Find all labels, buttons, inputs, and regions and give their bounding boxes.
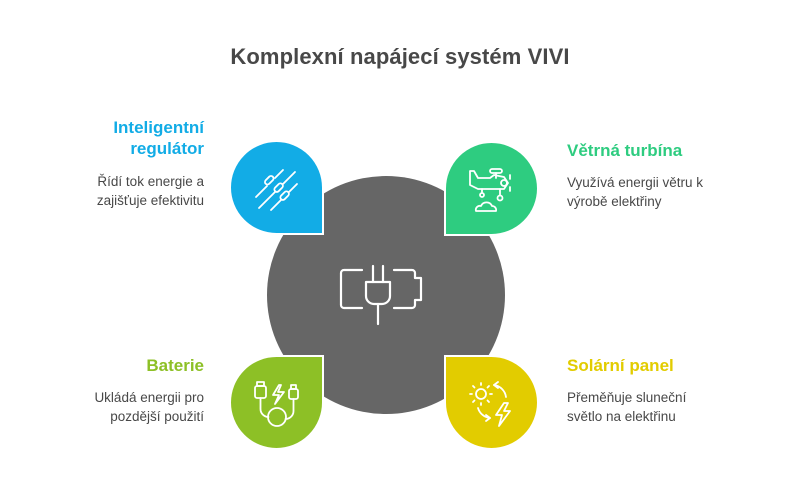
regulator-heading-line2: regulátor [130,139,204,158]
wind-turbine-desc-line1: Využívá energii větru k [567,175,704,190]
solar-panel-heading: Solární panel [567,356,674,375]
airplane-cloud-icon [469,168,511,212]
resistors-icon [255,169,298,211]
sun-energy-icon [469,381,511,427]
solar-panel-node [444,355,539,450]
regulator-heading-line1: Inteligentní [113,118,204,137]
solar-panel-label: Solární panel Přeměňuje sluneční světlo … [567,355,767,426]
charging-cable-icon [254,381,299,427]
regulator-label: Inteligentní regulátor Řídí tok energie … [4,117,204,210]
battery-desc-line1: Ukládá energii pro [94,390,204,405]
solar-panel-desc-line2: světlo na elektřinu [567,409,676,424]
battery-label: Baterie Ukládá energii pro pozdější použ… [4,355,204,426]
wind-turbine-node [444,141,539,236]
regulator-desc-line1: Řídí tok energie a [97,174,204,189]
wind-turbine-heading: Větrná turbína [567,141,683,160]
solar-panel-desc-line1: Přeměňuje sluneční [567,390,687,405]
battery-heading: Baterie [146,356,204,375]
regulator-desc-line2: zajišťuje efektivitu [96,193,204,208]
battery-desc-line2: pozdější použití [110,409,204,424]
wind-turbine-desc-line2: výrobě elektřiny [567,194,662,209]
page-title: Komplexní napájecí systém VIVI [230,44,570,69]
plug-battery-icon [339,264,423,326]
wind-turbine-label: Větrná turbína Využívá energii větru k v… [567,140,767,211]
regulator-node [229,140,324,235]
battery-node [229,355,324,450]
